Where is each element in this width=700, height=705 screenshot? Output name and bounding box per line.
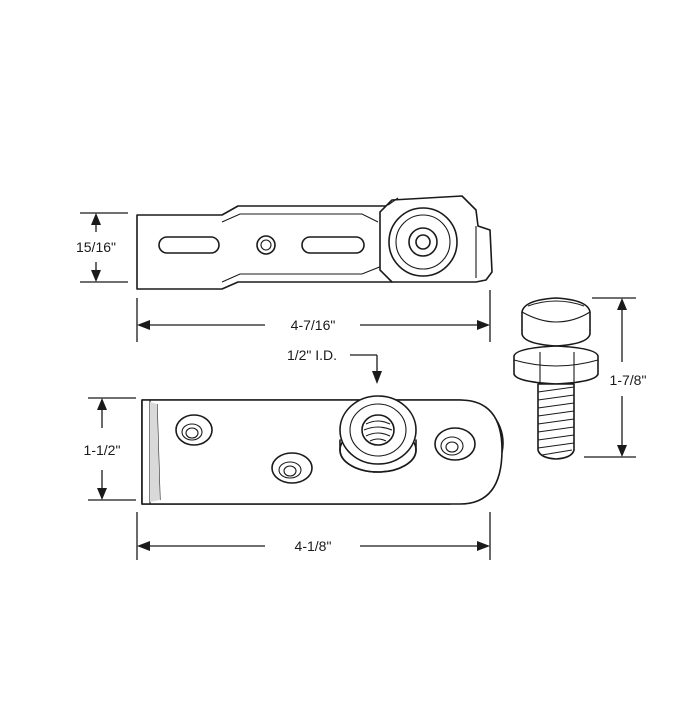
label-top-length: 4-7/16" xyxy=(291,317,336,333)
slot-left xyxy=(158,236,220,254)
mount-hole xyxy=(256,235,276,255)
dim-inner-diameter: 1/2" I.D. xyxy=(287,347,382,384)
dim-bolt-length: 1-7/8" xyxy=(584,297,647,458)
bolt xyxy=(513,297,599,460)
dim-top-length: 4-7/16" xyxy=(136,290,491,342)
dim-top-height: 15/16" xyxy=(76,212,128,283)
slot-right xyxy=(301,236,365,254)
dim-bottom-height: 1-1/2" xyxy=(84,397,136,501)
label-inner-diameter: 1/2" I.D. xyxy=(287,347,337,363)
countersunk-hole-right xyxy=(434,427,476,461)
threaded-boss xyxy=(339,395,417,473)
countersunk-hole-center xyxy=(271,452,313,484)
bottom-plate xyxy=(141,395,504,505)
countersunk-hole-left xyxy=(175,414,213,446)
label-top-height: 15/16" xyxy=(76,239,116,255)
label-bottom-height: 1-1/2" xyxy=(84,442,121,458)
label-bottom-length: 4-1/8" xyxy=(295,538,332,554)
label-bolt-length: 1-7/8" xyxy=(610,372,647,388)
dim-bottom-length: 4-1/8" xyxy=(136,512,491,560)
top-bracket xyxy=(136,195,493,290)
